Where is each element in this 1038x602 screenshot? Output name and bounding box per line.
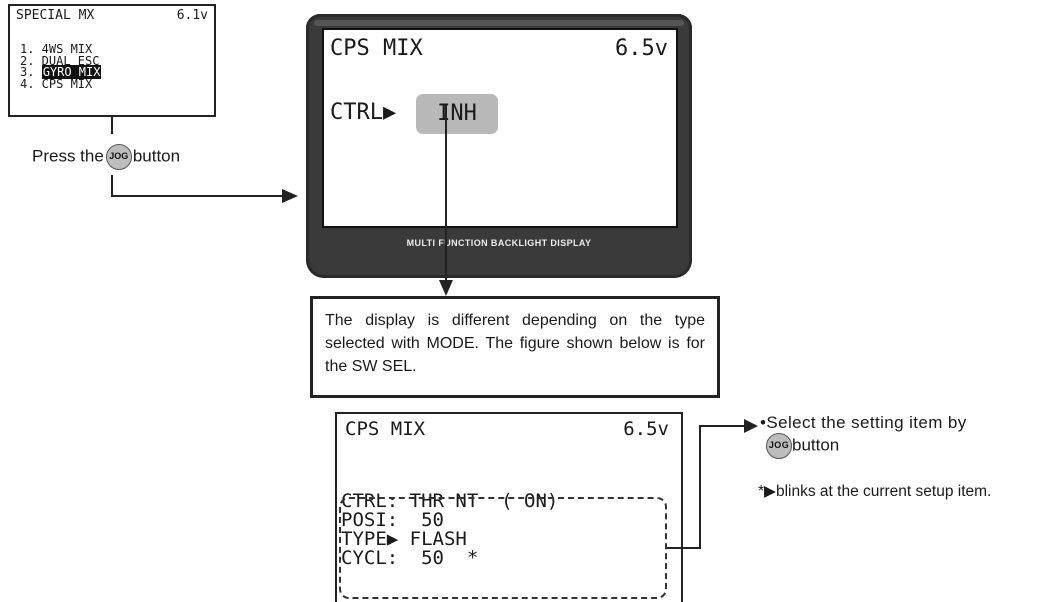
screen-title: CPS MIX	[345, 418, 426, 440]
arrow-head-icon	[282, 189, 298, 203]
sw-sel-screen: CPS MIX 6.5v CTRL: THR NT ( ON) POSI: 50…	[335, 412, 683, 602]
connector-line	[699, 425, 701, 549]
menu-item-dual-esc[interactable]: 2. DUAL ESC	[20, 53, 100, 68]
special-mx-menu: 1. 4WS MIX 2. DUAL ESC 3. GYRO MIX 4. CP…	[20, 42, 102, 91]
cursor-triangle-icon: ▶	[382, 100, 397, 125]
selected-item-label: GYRO MIX	[41, 65, 102, 79]
star-mark: *	[758, 483, 765, 500]
menu-item-cps-mix[interactable]: 4. CPS MIX	[20, 76, 93, 91]
setting-rows: CTRL: THR NT ( ON) POSI: 50 TYPE▶ FLASH …	[341, 492, 558, 568]
connector-line	[111, 117, 113, 134]
jog-button-icon: JOG	[105, 144, 132, 170]
setting-items-outline	[339, 497, 667, 599]
ctrl-label: CTRL▶	[330, 100, 396, 125]
cursor-triangle-icon: ▶	[764, 483, 776, 500]
ctrl-text: CTRL	[330, 100, 383, 125]
special-mx-voltage: 6.1v	[176, 8, 208, 23]
select-note-text: Select the setting item by	[766, 413, 967, 432]
jog-button-icon: JOG	[766, 433, 792, 459]
connector-line	[111, 175, 113, 197]
blink-note: *▶blinks at the current setup item.	[758, 482, 1033, 501]
display-rim	[314, 20, 684, 26]
screen-voltage: 6.5v	[623, 418, 669, 440]
special-mx-title: SPECIAL MX	[16, 8, 95, 23]
ctrl-value-inh[interactable]: INH	[416, 94, 498, 134]
special-mx-screen: SPECIAL MX 6.1v 1. 4WS MIX 2. DUAL ESC 3…	[8, 4, 216, 117]
arrow-head-icon	[744, 419, 758, 433]
row-cycl[interactable]: CYCL: 50 *	[341, 547, 479, 569]
press-label: Press the	[32, 146, 104, 166]
row-ctrl[interactable]: CTRL: THR NT ( ON)	[341, 490, 559, 512]
arrow-line	[445, 104, 447, 282]
row-posi[interactable]: POSI: 50	[341, 509, 444, 531]
screen-title: CPS MIX	[330, 36, 423, 61]
bullet: •	[760, 413, 767, 432]
row-type[interactable]: TYPE▶ FLASH	[341, 528, 467, 550]
button-label: button	[132, 146, 181, 166]
arrow-head-icon	[439, 280, 453, 296]
brand-label: MULTI FUNCTION BACKLIGHT DISPLAY	[406, 238, 592, 248]
note-box: The display is different depending on th…	[310, 296, 720, 398]
arrow-line	[699, 425, 747, 427]
select-note-button: button	[792, 435, 840, 455]
menu-item-4ws-mix[interactable]: 1. 4WS MIX	[20, 42, 93, 56]
screen-voltage: 6.5v	[615, 36, 668, 61]
lcd-screen: CPS MIX 6.5v CTRL▶ INH	[322, 28, 678, 228]
menu-item-gyro-mix[interactable]: 3. GYRO MIX	[20, 65, 102, 79]
arrow-line	[111, 195, 287, 197]
menu-item-number: 3.	[20, 65, 42, 79]
blink-note-text: blinks at the current setup item.	[775, 483, 992, 500]
connector-line	[667, 547, 700, 549]
